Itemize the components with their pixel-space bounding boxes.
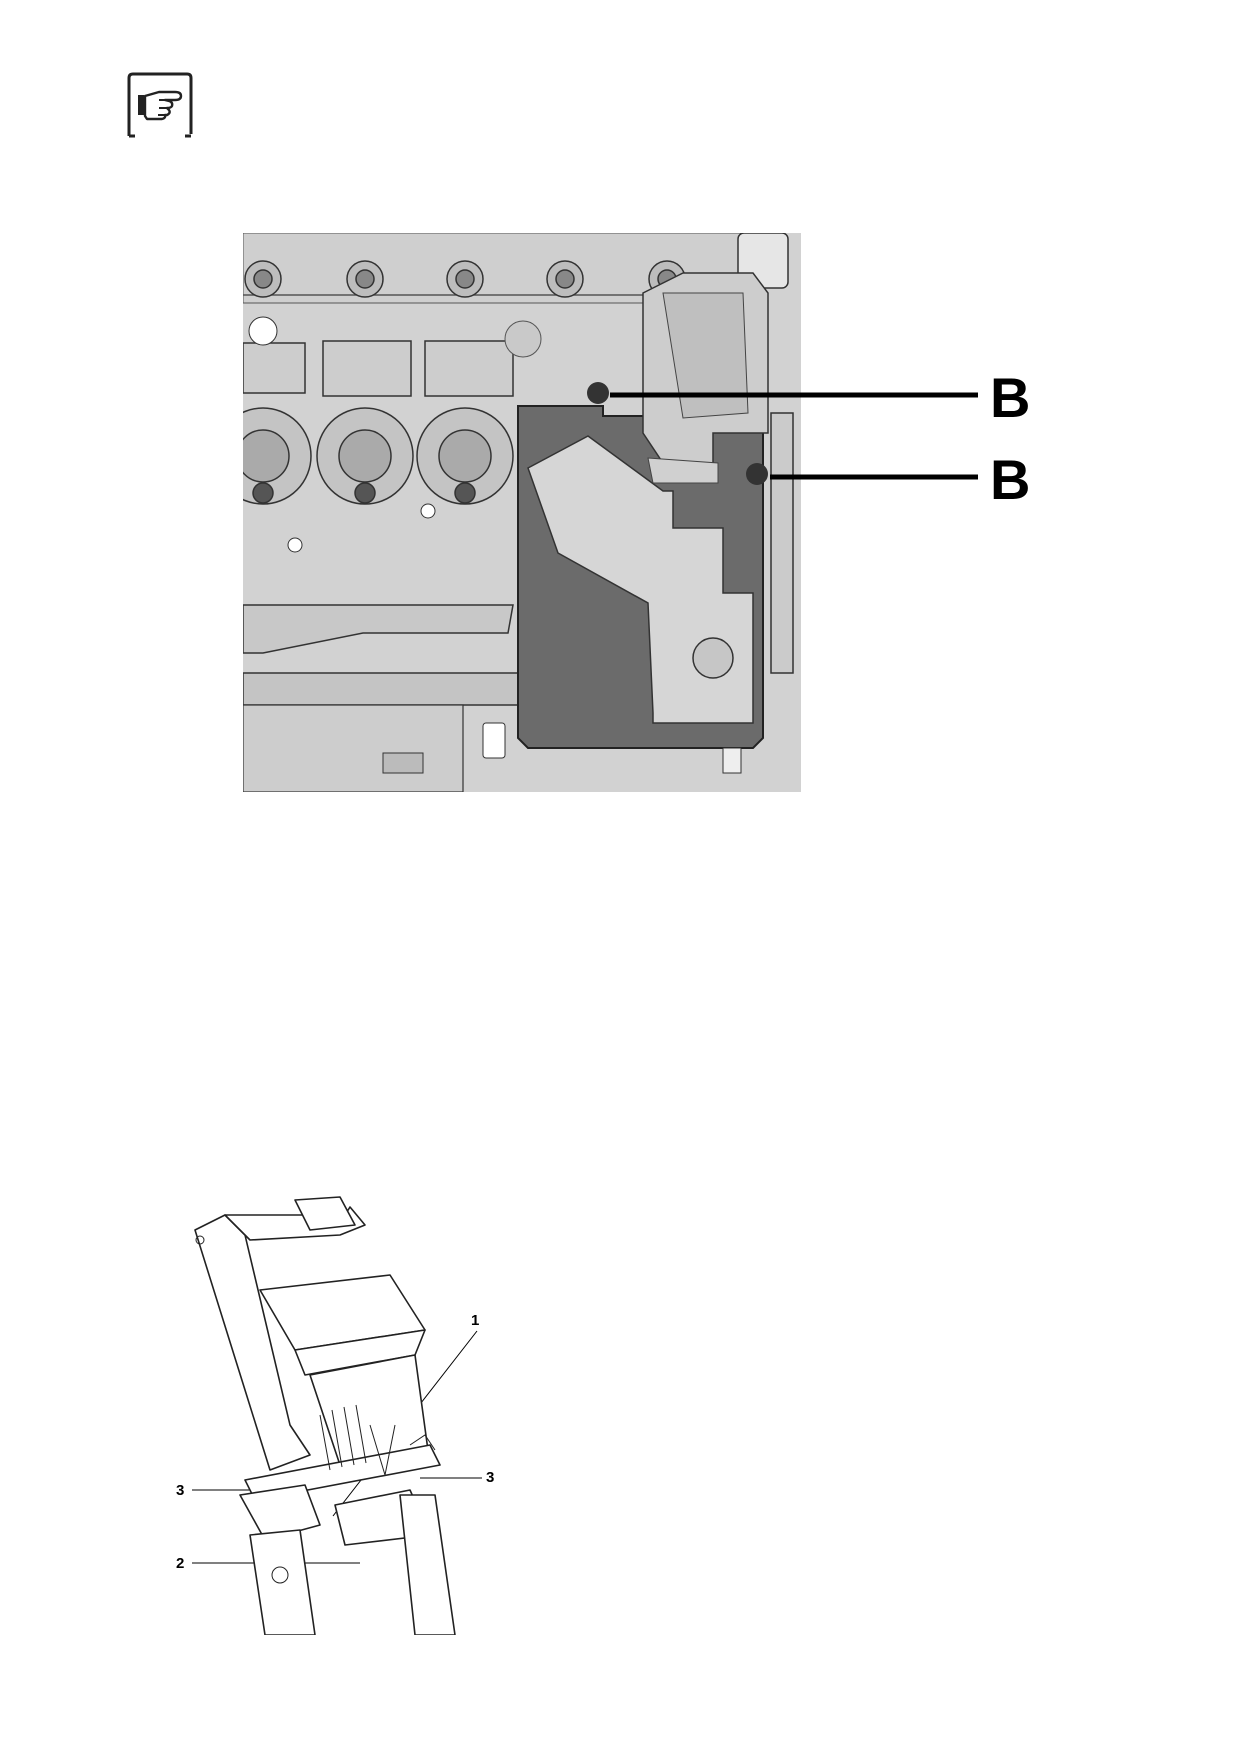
callout-label-3-right: 3 <box>486 1469 495 1486</box>
callout-label-3-left: 3 <box>176 1482 185 1499</box>
callout-label-b: B <box>990 366 1031 429</box>
callout-label-b: B <box>990 448 1031 511</box>
machine-interior-illustration <box>243 233 801 792</box>
callout-label-1: 1 <box>471 1312 480 1329</box>
callout-label-2: 2 <box>176 1555 185 1572</box>
brew-unit-illustration <box>194 1196 456 1635</box>
pointing-hand-note-icon <box>127 72 193 138</box>
